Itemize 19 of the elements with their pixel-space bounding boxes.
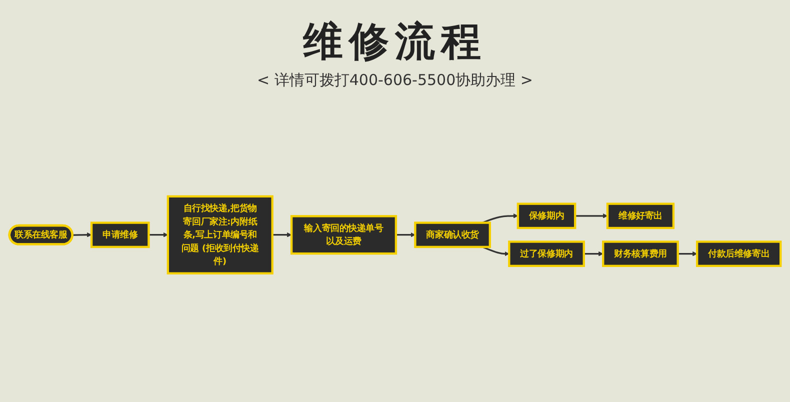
node-box: 输入寄回的快递单号以及运费 — [290, 215, 398, 255]
node-box: 申请维修 — [90, 222, 150, 248]
arrow — [482, 214, 518, 224]
subtitle-note: < 详情可拨打400-606-5500协助办理 > — [257, 71, 533, 90]
node-box: 财务核算费用 — [602, 240, 679, 268]
node-box: 商家确认收货 — [414, 222, 492, 248]
title: 维修流程 — [302, 18, 488, 67]
arrow — [396, 232, 416, 238]
node-box: 自行找快递,把货物寄回厂家注:内附纸条,写上订单编号和问题 (拒收到付快递件) — [166, 195, 274, 275]
arrow — [584, 252, 604, 256]
arrow — [575, 214, 608, 218]
arrow — [678, 252, 698, 256]
arrow — [148, 232, 168, 238]
node-box: 付款后维修寄出 — [696, 240, 782, 268]
node-box: 过了保修期内 — [508, 240, 585, 268]
arrow — [72, 232, 92, 238]
node-box: 维修好寄出 — [606, 202, 675, 230]
arrow — [272, 232, 292, 238]
node-box: 保修期内 — [516, 202, 576, 230]
